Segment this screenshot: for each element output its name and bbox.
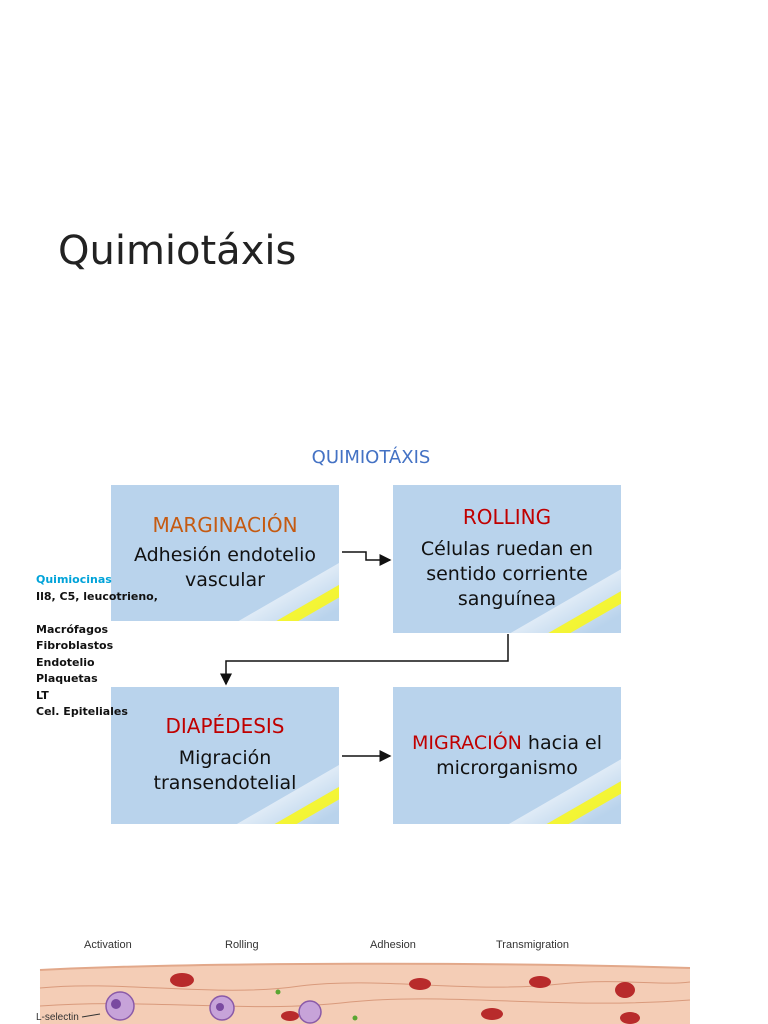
step-body-line: Células ruedan en <box>420 538 594 561</box>
step-box-migracion: MIGRACIÓN hacia el microrganismo <box>393 687 621 824</box>
step-body-line: sanguínea <box>457 587 557 610</box>
red-blood-cell <box>529 976 551 988</box>
arrow-marginacion-to-rolling <box>342 551 392 566</box>
endothelial-cells <box>39 981 691 1008</box>
step-heading: ROLLING <box>462 505 552 530</box>
step-body-line: vascular <box>184 568 265 591</box>
step-body-line: sentido corriente <box>426 563 588 586</box>
leukocyte <box>298 1000 322 1024</box>
vessel-wall <box>40 963 690 1024</box>
red-blood-cell <box>170 973 194 987</box>
illustration-label-rolling: Rolling <box>225 939 259 951</box>
side-notes: Quimiocinas Il8, C5, leucotrieno, Macróf… <box>36 572 158 721</box>
illustration-label-activation: Activation <box>84 939 132 951</box>
leukocyte-migration-illustration: Activation Rolling Adhesion Transmigrati… <box>36 939 691 1024</box>
red-blood-cell <box>615 982 635 998</box>
step-box-marginacion: MARGINACIÓN Adhesión endotelio vascular <box>111 485 339 621</box>
illustration-label-l-selectin: L-selectin <box>36 1012 79 1023</box>
side-note-line: Macrófagos <box>36 622 109 636</box>
red-blood-cell <box>409 978 431 990</box>
leukocyte <box>105 991 135 1021</box>
step-body-line: microrganismo <box>436 756 578 779</box>
step-heading: MIGRACIÓN <box>412 731 522 754</box>
side-note-line: Plaquetas <box>36 672 98 685</box>
side-note-line: Il8, C5, leucotrieno, <box>36 589 158 603</box>
step-heading: MARGINACIÓN <box>152 512 298 537</box>
red-blood-cell <box>620 1012 640 1024</box>
illustration-label-transmigration: Transmigration <box>496 939 569 951</box>
step-box-diapedesis: DIAPÉDESIS Migración transendotelial <box>111 687 339 824</box>
diagram-title: QUIMIOTÁXIS <box>311 447 431 468</box>
leukocyte <box>209 995 235 1021</box>
chemokine-dot <box>275 989 281 995</box>
step-box-rolling: ROLLING Células ruedan en sentido corrie… <box>393 485 621 633</box>
side-notes-heading: Quimiocinas <box>36 573 112 586</box>
red-blood-cell <box>281 1011 299 1021</box>
arrow-rolling-to-diapedesis <box>220 634 509 686</box>
chemokine-dot <box>352 1015 358 1021</box>
side-note-line: Endotelio <box>36 655 95 669</box>
illustration-label-adhesion: Adhesion <box>370 939 416 951</box>
step-body-line: Migración <box>178 747 272 770</box>
step-body-line: Adhesión endotelio <box>133 543 317 566</box>
step-heading-suffix: hacia el <box>521 731 602 754</box>
step-body-line: transendotelial <box>153 772 297 794</box>
red-blood-cell <box>481 1008 503 1020</box>
page-title: Quimiotáxis <box>58 228 297 274</box>
side-note-line: LT <box>36 688 49 702</box>
step-heading: DIAPÉDESIS <box>165 714 285 739</box>
side-note-line: Cel. Epiteliales <box>36 705 128 718</box>
side-note-line <box>36 605 158 622</box>
side-note-line: Fibroblastos <box>36 639 114 652</box>
vessel-wall-edge <box>39 962 691 971</box>
l-selectin-pointer <box>81 1013 101 1018</box>
